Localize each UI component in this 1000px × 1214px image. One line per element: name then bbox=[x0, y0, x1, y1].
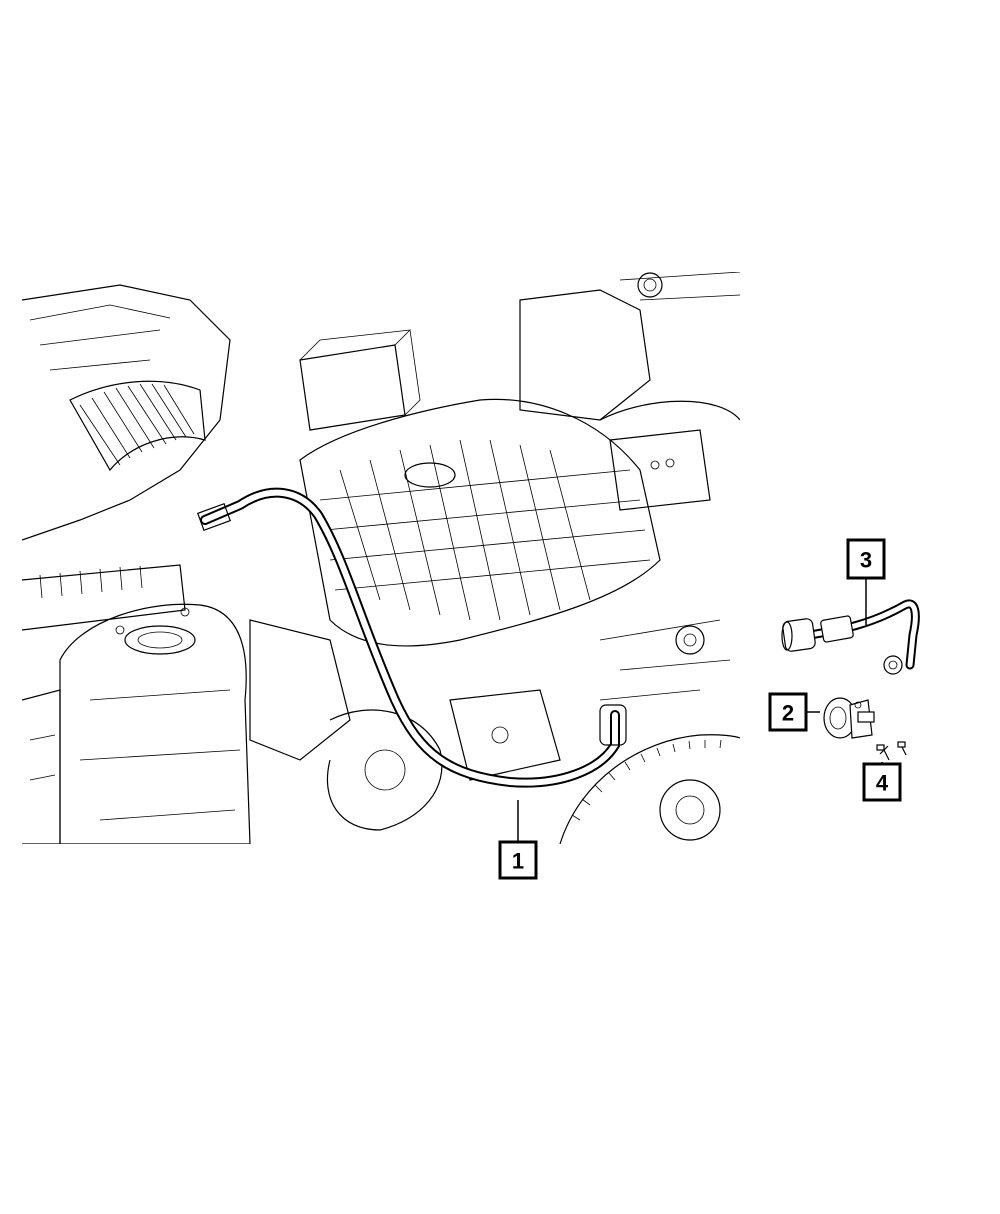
callout-4: 4 bbox=[862, 762, 902, 802]
strut-tower bbox=[59, 603, 251, 844]
part-3-hose-assembly bbox=[781, 599, 920, 675]
air-intake-duct bbox=[69, 380, 206, 472]
callout-2: 2 bbox=[768, 692, 808, 732]
callout-1: 1 bbox=[498, 840, 538, 880]
svg-text:1: 1 bbox=[512, 849, 524, 874]
svg-text:3: 3 bbox=[860, 548, 872, 573]
screw-icon bbox=[897, 741, 907, 756]
callout-3: 3 bbox=[846, 538, 886, 580]
screw-icon bbox=[876, 744, 890, 761]
svg-text:2: 2 bbox=[782, 701, 794, 726]
intake-manifold bbox=[299, 398, 661, 647]
part-2-valve bbox=[823, 697, 875, 739]
hose-in-scene bbox=[196, 487, 627, 788]
svg-text:4: 4 bbox=[876, 771, 889, 796]
flywheel-gear bbox=[559, 734, 740, 844]
part-4-screws bbox=[876, 741, 907, 761]
engine-bay-illustration bbox=[22, 272, 740, 844]
